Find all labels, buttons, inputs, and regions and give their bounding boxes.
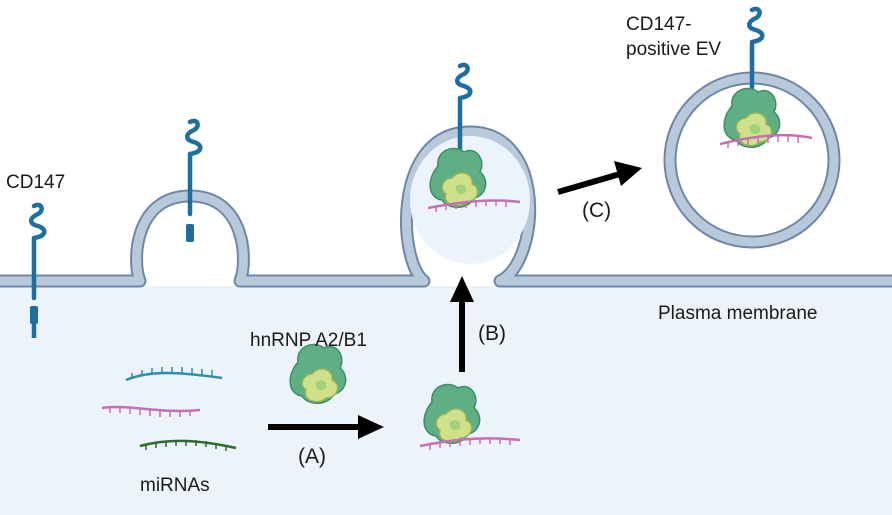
complex-in-budding-vesicle: [427, 147, 521, 212]
mirnas-label: miRNAs: [140, 475, 210, 496]
plasma-membrane-label: Plasma membrane: [658, 303, 817, 324]
complex-in-ev: [719, 87, 813, 149]
protein-mirna-complex: [419, 383, 521, 450]
step-b-label: (B): [478, 322, 506, 345]
cd147-positive-ev: [663, 71, 841, 249]
ev-label-line2: positive EV: [626, 39, 721, 60]
cd147-label: CD147: [6, 172, 65, 193]
mirna-pink: [101, 405, 201, 417]
mirna-teal: [125, 367, 223, 382]
ev-label-line1: CD147-: [626, 14, 691, 35]
cd147-receptor-bud: [186, 121, 200, 242]
step-a-label: (A): [298, 445, 326, 468]
mirna-green: [139, 439, 237, 451]
arrow-step-b: [450, 276, 474, 372]
hnrnp-label: hnRNP A2/B1: [250, 330, 367, 351]
cd147-receptor-free: [30, 205, 44, 338]
arrow-step-a: [268, 415, 384, 439]
arrow-step-c: [557, 161, 642, 195]
step-c-label: (C): [582, 199, 611, 222]
